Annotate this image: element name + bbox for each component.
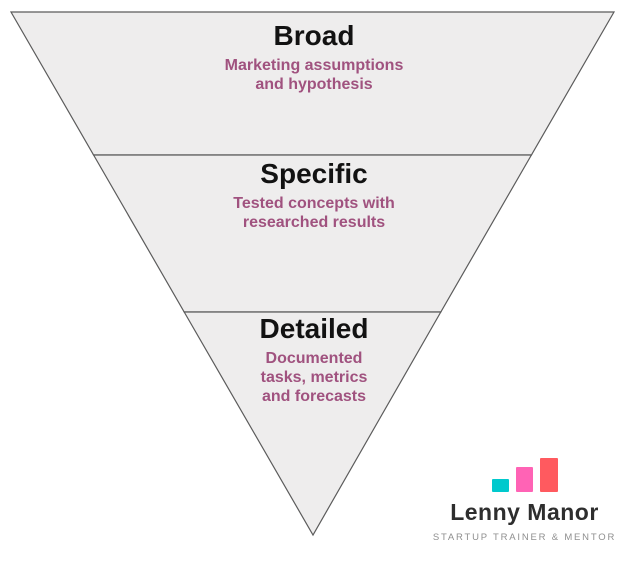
section-subtitle-detailed: Documented tasks, metrics and forecasts bbox=[0, 349, 628, 406]
section-title-detailed: Detailed bbox=[259, 313, 369, 344]
section-subtitle-specific: Tested concepts with researched results bbox=[0, 194, 628, 232]
logo: Lenny Manor STARTUP TRAINER & MENTOR bbox=[432, 458, 617, 543]
subtitle-line: Marketing assumptions bbox=[224, 57, 404, 74]
subtitle-line: and hypothesis bbox=[255, 76, 373, 93]
subtitle-line: and forecasts bbox=[261, 388, 367, 405]
funnel-section-detailed-text: Detailed Documented tasks, metrics and f… bbox=[0, 312, 628, 406]
subtitle-line: Tested concepts with bbox=[233, 195, 395, 212]
logo-name: Lenny Manor bbox=[450, 499, 599, 525]
section-subtitle-broad: Marketing assumptions and hypothesis bbox=[0, 56, 628, 94]
bar-chart-icon bbox=[432, 458, 617, 492]
logo-tagline: STARTUP TRAINER & MENTOR bbox=[432, 532, 617, 543]
section-title-specific: Specific bbox=[260, 158, 368, 189]
funnel-section-detailed-shape bbox=[183, 311, 442, 537]
logo-bar-small bbox=[491, 479, 509, 492]
subtitle-line: researched results bbox=[242, 214, 386, 231]
subtitle-line: tasks, metrics bbox=[260, 369, 368, 386]
logo-bar-large bbox=[539, 458, 558, 492]
funnel-section-broad-text: Broad Marketing assumptions and hypothes… bbox=[0, 19, 628, 94]
funnel-section-specific-text: Specific Tested concepts with researched… bbox=[0, 157, 628, 232]
logo-bar-medium bbox=[515, 467, 533, 492]
section-title-broad: Broad bbox=[273, 20, 355, 51]
subtitle-line: Documented bbox=[265, 350, 363, 367]
